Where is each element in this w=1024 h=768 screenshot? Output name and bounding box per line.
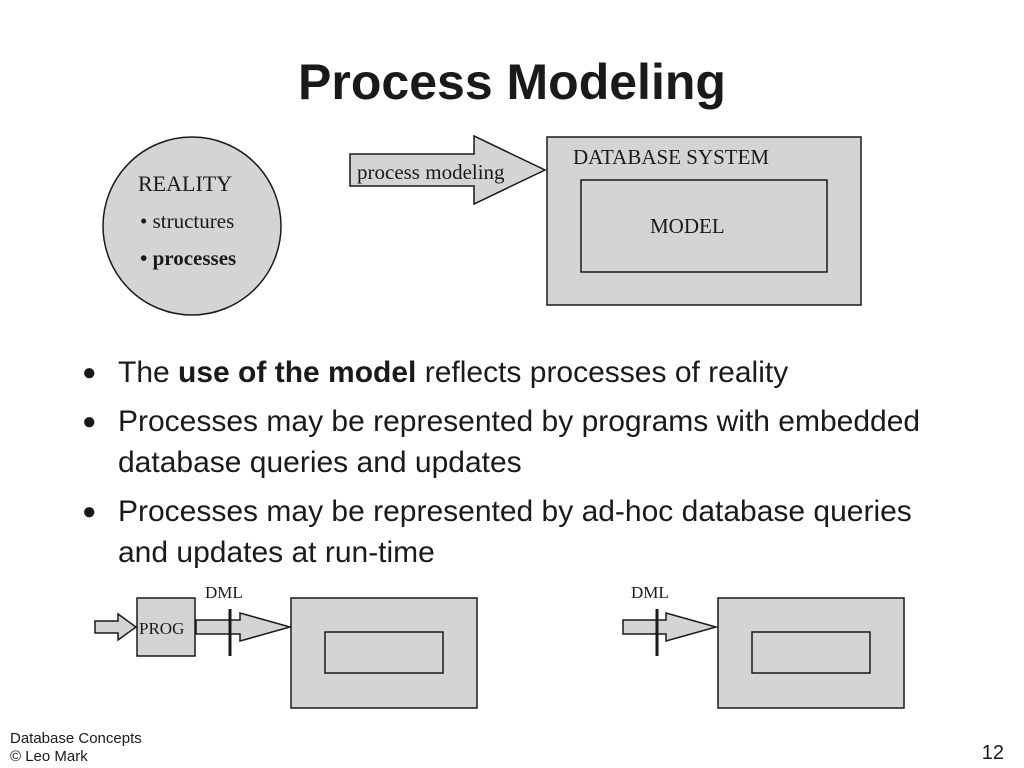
model-box bbox=[580, 179, 828, 273]
bottom-right-diagram: DML bbox=[622, 583, 905, 709]
bullet-dot: ● bbox=[82, 359, 97, 386]
input-arrow-left bbox=[94, 612, 138, 642]
process-modeling-label: process modeling bbox=[357, 160, 505, 184]
bullet-list: ● The use of the model reflects processe… bbox=[82, 352, 922, 581]
reality-title: REALITY bbox=[138, 171, 232, 196]
database-system-label: DATABASE SYSTEM bbox=[573, 145, 769, 169]
bullet-text: Processes may be represented by programs… bbox=[118, 405, 921, 479]
process-modeling-arrow: process modeling bbox=[349, 134, 547, 206]
dml-arrow-right bbox=[622, 612, 719, 642]
dml-arrow-left bbox=[195, 612, 293, 642]
footer-credits: Database Concepts © Leo Mark bbox=[10, 730, 142, 766]
reality-item-structures: • structures bbox=[140, 209, 234, 233]
database-system-group: DATABASE SYSTEM MODEL bbox=[546, 136, 862, 306]
footer-course: Database Concepts bbox=[10, 730, 142, 747]
process-modeling-arrow-shape bbox=[349, 134, 547, 206]
bullet-item: ● Processes may be represented by ad-hoc… bbox=[82, 491, 922, 573]
bottom-left-diagram: PROG DML bbox=[94, 583, 478, 709]
reality-item-processes: • processes bbox=[140, 246, 236, 270]
model-box-left bbox=[324, 631, 444, 674]
bullet-dot: ● bbox=[82, 498, 97, 525]
model-label: MODEL bbox=[650, 214, 725, 238]
footer-author: © Leo Mark bbox=[10, 748, 88, 765]
bullet-dot: ● bbox=[82, 408, 97, 435]
prog-label: PROG bbox=[139, 619, 184, 638]
dml-label-left: DML bbox=[205, 583, 243, 602]
dml-label-right: DML bbox=[631, 583, 669, 602]
prog-box bbox=[136, 597, 196, 657]
model-box-right bbox=[751, 631, 871, 674]
slide-title: Process Modeling bbox=[298, 54, 726, 110]
page-number: 12 bbox=[981, 742, 1004, 764]
bullet-item: ● Processes may be represented by progra… bbox=[82, 401, 922, 483]
bullet-text: Processes may be represented by ad-hoc d… bbox=[118, 495, 912, 569]
bullet-text-after: reflects processes of reality bbox=[416, 356, 789, 389]
bullet-text-before: The bbox=[118, 356, 179, 389]
database-box-left bbox=[290, 597, 478, 709]
bullet-item: ● The use of the model reflects processe… bbox=[82, 352, 922, 393]
reality-circle bbox=[102, 136, 282, 316]
reality-group: REALITY • structures • processes bbox=[102, 136, 282, 316]
bullet-text-bold: use of the model bbox=[178, 356, 417, 389]
